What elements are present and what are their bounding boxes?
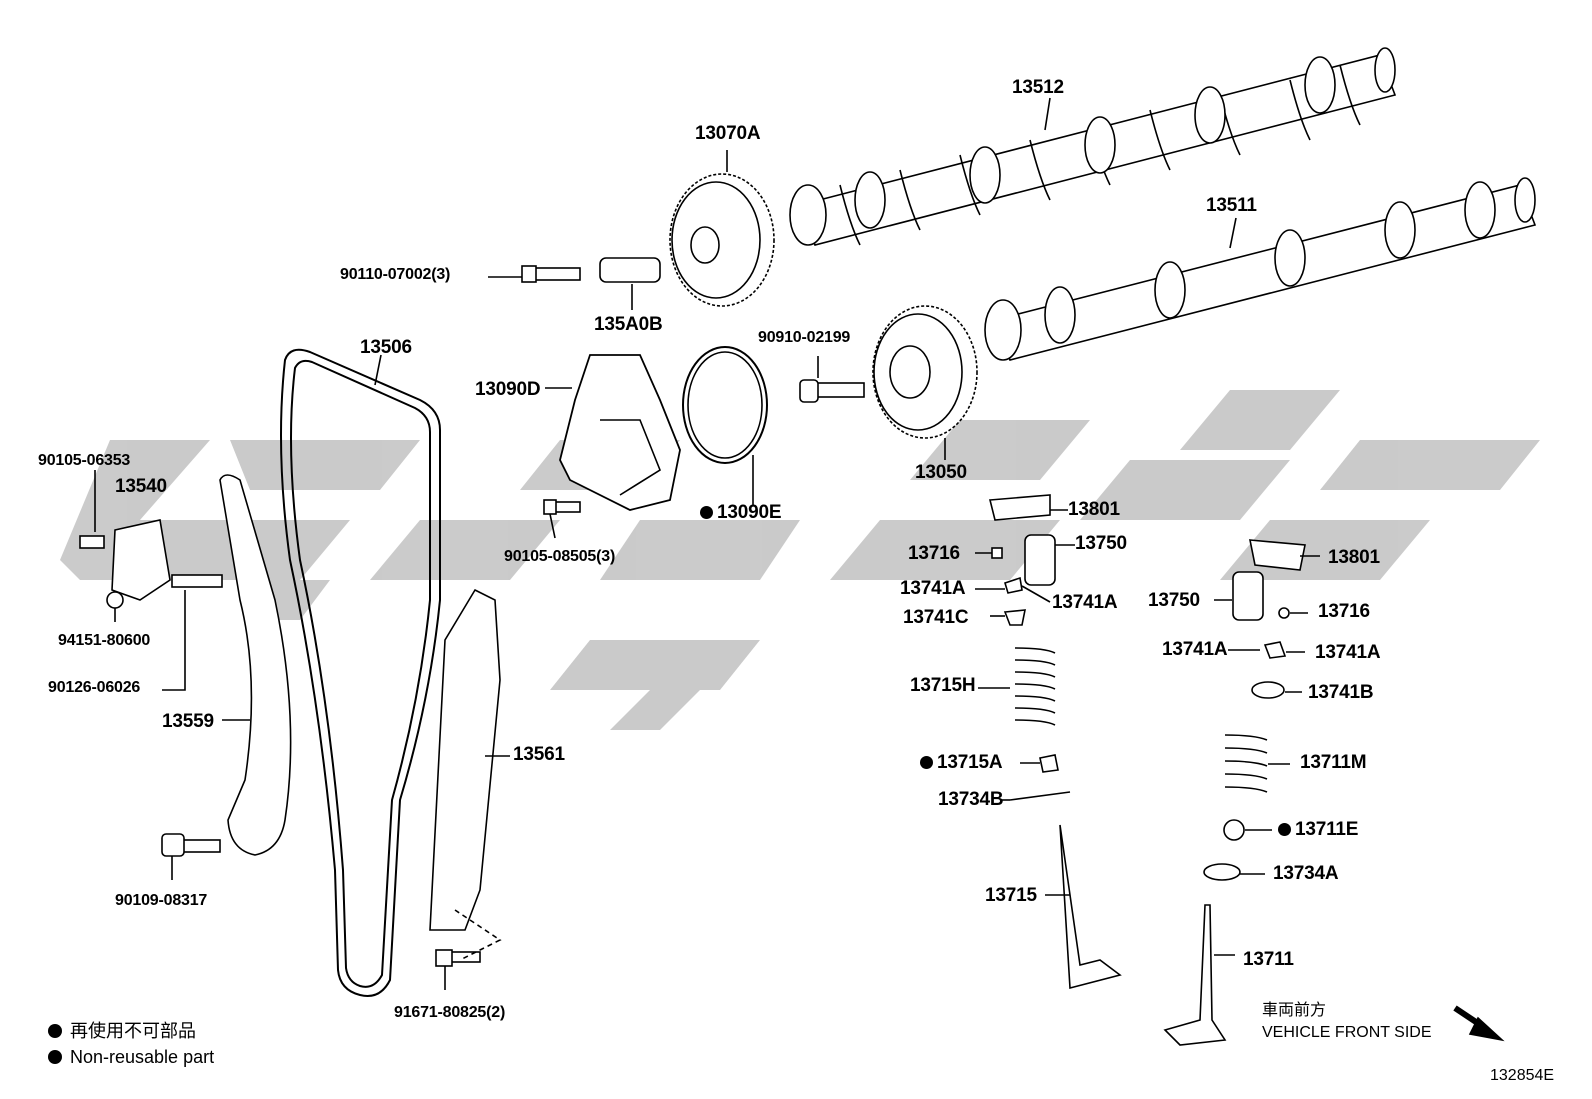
label-90109: 90109-08317 <box>115 892 208 909</box>
label-13741A-4: 13741A <box>1315 642 1381 663</box>
figure-id: 132854E <box>1490 1067 1555 1084</box>
label-90105-06353: 90105-06353 <box>38 452 131 469</box>
label-13750-left: 13750 <box>1075 533 1127 554</box>
camshaft-13512 <box>789 47 1397 246</box>
label-90910: 90910-02199 <box>758 329 851 346</box>
label-91671: 91671-80825(2) <box>394 1004 506 1021</box>
label-13741A-2: 13741A <box>1052 592 1118 613</box>
label-13070A: 13070A <box>695 123 761 144</box>
tensioner-13540 <box>79 470 223 691</box>
legend-jp-text: 再使用不可部品 <box>70 1021 196 1041</box>
chain-slipper-13561 <box>429 588 510 931</box>
label-94151: 94151-80600 <box>58 632 151 649</box>
sprocket-13070A <box>669 150 775 307</box>
valve-train-left <box>975 494 1122 990</box>
label-135A0B: 135A0B <box>594 314 663 335</box>
watermark-logo <box>60 390 1540 730</box>
legend-en-text: Non-reusable part <box>70 1047 215 1067</box>
label-13561: 13561 <box>513 744 565 765</box>
label-13741A-1: 13741A <box>900 578 966 599</box>
label-13512: 13512 <box>1012 77 1064 98</box>
bolt-90910 <box>799 356 865 403</box>
bolt-91671 <box>435 909 502 990</box>
bolt-90109 <box>161 833 221 880</box>
label-13050: 13050 <box>915 462 967 483</box>
label-90126: 90126-06026 <box>48 679 141 696</box>
label-90105-08505: 90105-08505(3) <box>504 548 616 565</box>
cover-13090D <box>545 354 681 511</box>
diagram-lines <box>79 47 1537 1046</box>
leader-lines <box>975 509 1320 956</box>
label-13801-right: 13801 <box>1328 547 1380 568</box>
label-13741C: 13741C <box>903 607 969 628</box>
valve-train-right <box>1163 539 1306 1046</box>
ocv-135A0B <box>599 257 661 310</box>
label-90110: 90110-07002(3) <box>340 266 451 283</box>
legend-en: Non-reusable part <box>48 1048 214 1066</box>
bolt-90105-08505 <box>543 499 581 539</box>
label-13741B: 13741B <box>1308 682 1374 703</box>
bullet-icon <box>48 1050 62 1064</box>
direction-en: VEHICLE FRONT SIDE <box>1262 1024 1432 1041</box>
label-13734A: 13734A <box>1273 863 1339 884</box>
label-13090D: 13090D <box>475 379 541 400</box>
label-13711E: 13711E <box>1278 820 1358 839</box>
label-13741A-3: 13741A <box>1162 639 1228 660</box>
camshaft-13511 <box>984 177 1537 361</box>
bolt-90110 <box>488 265 581 283</box>
timing-chain-13506 <box>280 348 441 997</box>
label-13801-left: 13801 <box>1068 499 1120 520</box>
front-arrow-icon <box>1453 1005 1505 1042</box>
gasket-13090E <box>682 346 768 505</box>
label-13715: 13715 <box>985 885 1037 906</box>
label-13711: 13711 <box>1243 949 1294 970</box>
label-13559: 13559 <box>162 711 214 732</box>
label-13511: 13511 <box>1206 195 1257 216</box>
label-13716-right: 13716 <box>1318 601 1370 622</box>
chain-guide-13559 <box>219 474 292 856</box>
label-13540: 13540 <box>115 476 167 497</box>
label-13715A: 13715A <box>920 753 1003 772</box>
direction-jp: 車両前方 <box>1262 1002 1327 1019</box>
label-13711M: 13711M <box>1300 752 1367 773</box>
label-13506: 13506 <box>360 337 412 358</box>
label-13090E: 13090E <box>700 503 782 522</box>
label-13716-left: 13716 <box>908 543 960 564</box>
label-13734B: 13734B <box>938 789 1004 810</box>
sprocket-13050 <box>872 305 978 460</box>
bullet-icon <box>48 1024 62 1038</box>
label-13715H: 13715H <box>910 675 976 696</box>
label-13750-right: 13750 <box>1148 590 1200 611</box>
legend-jp: 再使用不可部品 <box>48 1022 196 1040</box>
